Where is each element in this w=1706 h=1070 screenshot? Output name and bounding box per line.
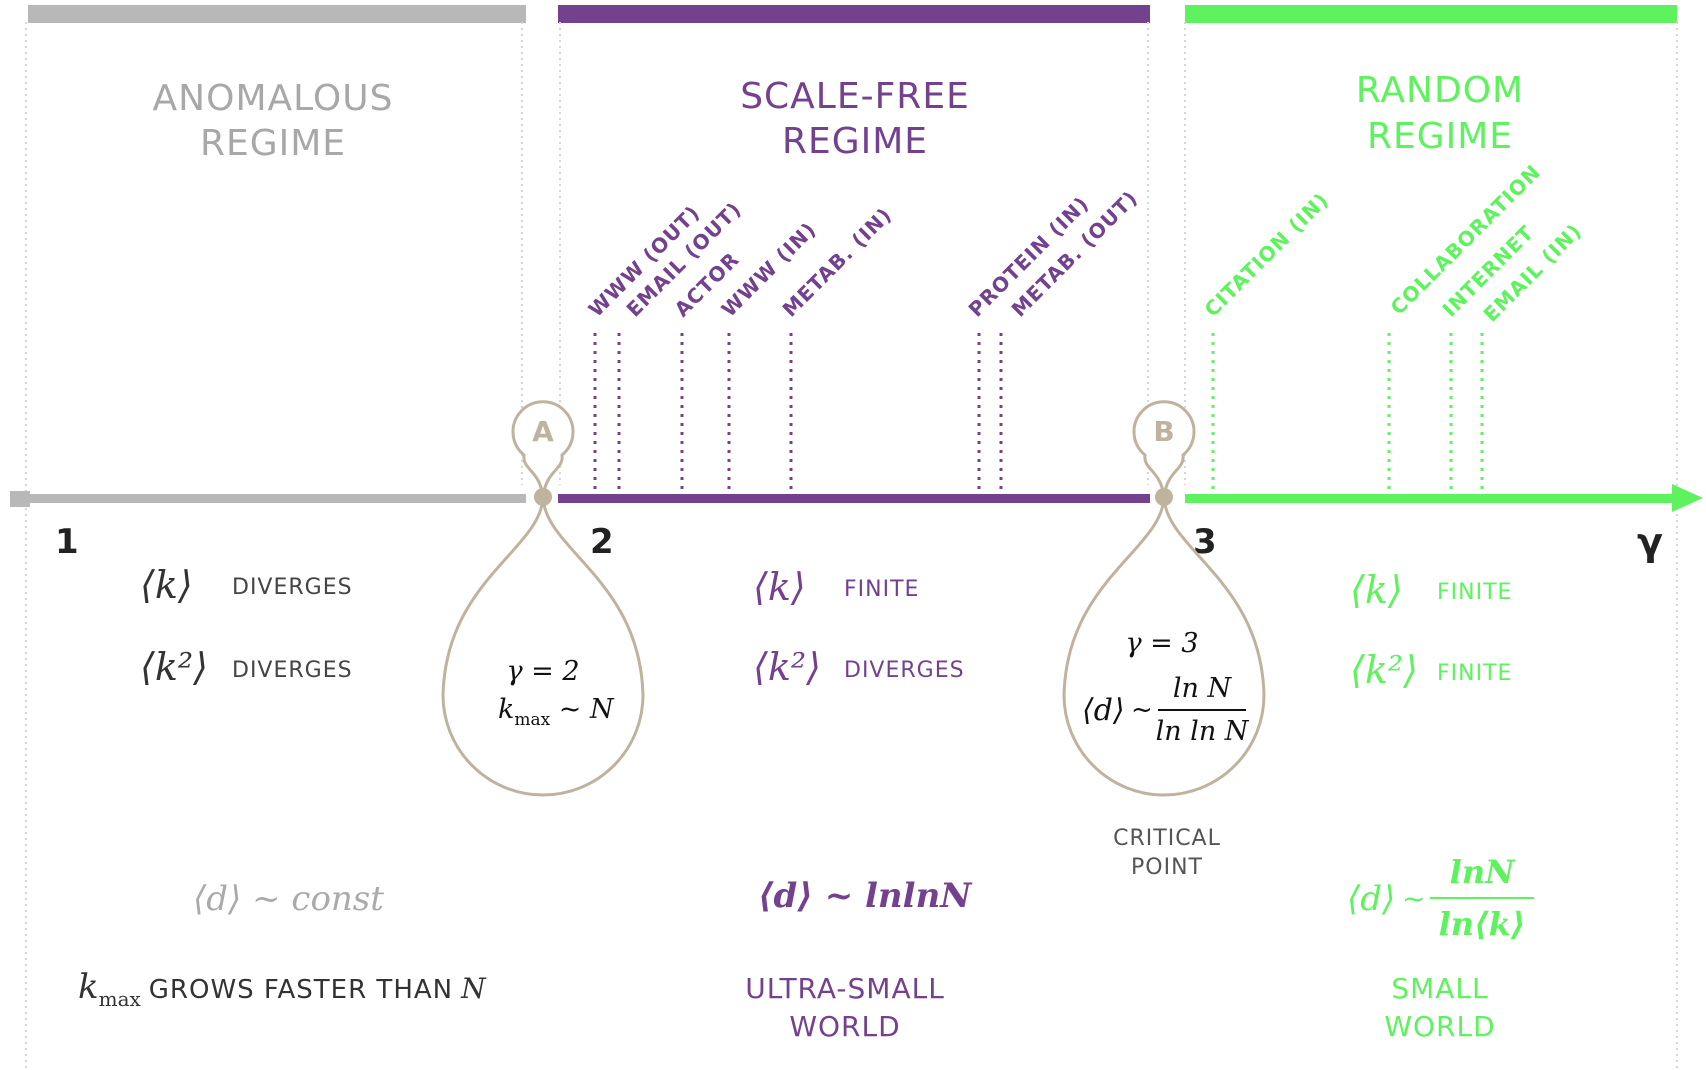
random-top-bar (1185, 5, 1677, 23)
random-k-status: FINITE (1437, 580, 1512, 605)
regime-titles: ANOMALOUS REGIME SCALE-FREE REGIME RANDO… (153, 70, 1524, 164)
anomalous-k2-status: DIVERGES (232, 658, 353, 683)
anomalous-title-line2: REGIME (200, 123, 346, 164)
scale-free-top-bar (558, 5, 1150, 23)
axis-ticks: 1 2 3 γ (55, 520, 1663, 564)
axis-scale-free-segment (558, 494, 1150, 503)
network-label-citation-in: CITATION (IN) (1200, 188, 1334, 322)
anomalous-k2: ⟨k²⟩ (140, 645, 208, 689)
critical-point-caption-line1: CRITICAL (1113, 826, 1221, 851)
axis-label-gamma: γ (1637, 520, 1663, 564)
anomalous-properties: ⟨k⟩ DIVERGES ⟨k²⟩ DIVERGES ⟨d⟩ ~ const k… (78, 563, 487, 1011)
point-a-kmax: kmax ~ N (498, 694, 615, 730)
point-b-denominator: ln ln N (1156, 716, 1250, 747)
random-k2-status: FINITE (1437, 661, 1512, 686)
random-title-line1: RANDOM (1356, 70, 1524, 111)
point-b-sim: ~ (1131, 695, 1153, 725)
point-a-dot (534, 488, 552, 506)
scale-free-title-line2: REGIME (782, 121, 928, 162)
scale-free-k: ⟨k⟩ (753, 565, 806, 609)
axis-anomalous-segment (28, 494, 526, 503)
anomalous-k-status: DIVERGES (232, 575, 353, 600)
point-b-numerator: ln N (1173, 673, 1233, 704)
anomalous-title-line1: ANOMALOUS (153, 78, 394, 119)
point-b-d: ⟨d⟩ (1082, 693, 1125, 728)
scale-free-world-line2: WORLD (789, 1010, 900, 1043)
anomalous-top-bar (28, 5, 526, 23)
random-world-line1: SMALL (1391, 972, 1488, 1005)
network-labels: WWW (OUT) EMAIL (OUT) ACTOR WWW (IN) MET… (584, 160, 1587, 327)
scale-free-distance: ⟨d⟩ ~ lnlnN (758, 876, 973, 916)
random-numerator: lnN (1450, 853, 1516, 891)
tick-2: 2 (590, 522, 614, 562)
point-a-gamma: γ = 2 (506, 656, 579, 687)
scale-free-title-line1: SCALE-FREE (740, 76, 970, 117)
axis-random-segment (1185, 494, 1677, 503)
critical-bubble-a (441, 400, 645, 797)
scale-free-k2: ⟨k²⟩ (753, 645, 821, 689)
axis-start-cap (10, 491, 30, 507)
axis-arrow-head (1672, 484, 1703, 512)
anomalous-distance: ⟨d⟩ ~ const (193, 879, 384, 919)
tick-1: 1 (55, 522, 79, 562)
scale-free-properties: ⟨k⟩ FINITE ⟨k²⟩ DIVERGES ⟨d⟩ ~ lnlnN ULT… (745, 565, 973, 1043)
tick-3: 3 (1193, 522, 1217, 562)
scale-free-k2-status: DIVERGES (844, 658, 965, 683)
random-properties: ⟨k⟩ FINITE ⟨k²⟩ FINITE ⟨d⟩ ~ lnN ln⟨k⟩ S… (1347, 568, 1534, 1043)
point-a-label: A (532, 415, 554, 448)
point-b-dot (1155, 488, 1173, 506)
random-k2: ⟨k²⟩ (1350, 648, 1418, 692)
network-markers (593, 333, 1484, 490)
critical-bubble-b (1062, 400, 1266, 797)
scale-free-world-line1: ULTRA-SMALL (745, 972, 945, 1005)
random-title-line2: REGIME (1367, 116, 1513, 157)
point-b-label: B (1153, 415, 1174, 448)
random-world-line2: WORLD (1384, 1010, 1495, 1043)
random-k: ⟨k⟩ (1350, 568, 1403, 612)
network-label-metab-in: METAB. (IN) (778, 202, 897, 321)
random-d: ⟨d⟩ (1347, 879, 1395, 919)
random-denominator: ln⟨k⟩ (1439, 905, 1526, 943)
anomalous-k: ⟨k⟩ (140, 563, 193, 607)
point-b-gamma: γ = 3 (1125, 628, 1198, 659)
scale-free-k-status: FINITE (844, 577, 919, 602)
random-sim: ~ (1402, 882, 1425, 915)
critical-point-caption-line2: POINT (1131, 855, 1203, 880)
